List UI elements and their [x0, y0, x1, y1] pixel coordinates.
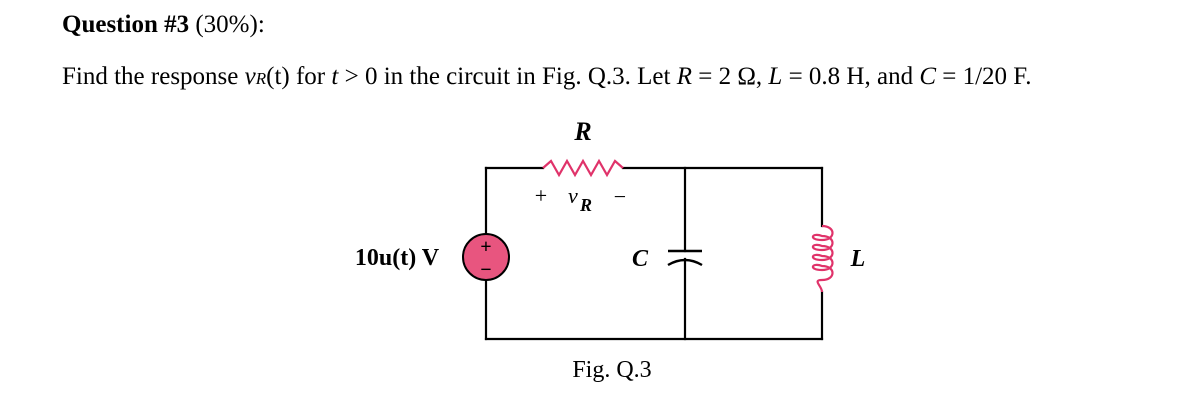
inductor-label: L	[850, 246, 866, 272]
capacitor-plate-bottom	[667, 258, 703, 267]
figure-caption: Fig. Q.3	[572, 357, 651, 383]
vr-minus-label: −	[614, 184, 626, 209]
l-value: = 0.8 H, and	[782, 63, 920, 90]
r-variable: R	[676, 63, 692, 90]
vr-label-symbol: v	[568, 183, 578, 208]
problem-text-start: Find the response	[62, 63, 245, 90]
problem-condition: > 0 in the circuit in Fig. Q.3. Let	[338, 63, 677, 90]
inductor-symbol	[811, 224, 834, 293]
capacitor-label: C	[632, 246, 649, 272]
question-heading: Question #3 (30%):	[62, 8, 265, 42]
vr-label-subscript: R	[579, 195, 592, 215]
question-title: Question #3	[62, 11, 190, 38]
source-plus-sign: +	[480, 236, 491, 258]
l-variable: L	[768, 63, 783, 90]
source-minus-sign: −	[480, 259, 491, 281]
resistor-label: R	[573, 117, 591, 146]
vr-plus-label: +	[535, 183, 547, 208]
source-label: 10u(t) V	[355, 245, 440, 271]
capacitor-symbol	[667, 249, 703, 267]
vr-subscript: R	[255, 69, 267, 88]
resistor-symbol	[542, 158, 624, 178]
t-symbol: t	[331, 63, 339, 90]
problem-statement: Find the response vR(t) for t > 0 in the…	[62, 60, 1031, 96]
problem-text-for: for	[289, 63, 332, 90]
circuit-wires	[484, 166, 824, 341]
voltage-source: + −	[462, 233, 510, 281]
c-variable: C	[919, 63, 937, 90]
vr-argument: (t)	[266, 63, 290, 90]
vr-symbol: v	[244, 63, 256, 90]
r-value: = 2 Ω,	[691, 63, 769, 90]
c-value: = 1/20 F.	[936, 63, 1032, 90]
question-weight: (30%):	[195, 11, 265, 38]
